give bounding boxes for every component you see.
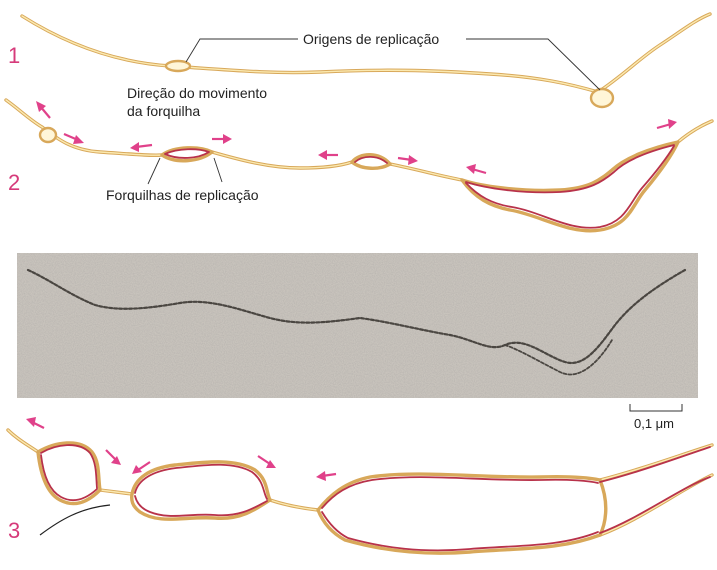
origin-bubble-2 (591, 89, 613, 107)
scale-bar-label: 0,1 μm (634, 416, 674, 431)
arrow-icon (36, 101, 50, 118)
panel-2-dna (6, 100, 712, 231)
origin-bubble-1 (166, 61, 190, 71)
forks-label: Forquilhas de replicação (106, 187, 259, 203)
arrow-icon (398, 155, 418, 165)
arrow-icon (316, 471, 336, 481)
panel-3-dna (8, 430, 712, 553)
direction-label-group: Direção do movimento da forquilha (127, 85, 267, 119)
origins-label-group: Origens de replicação (186, 31, 600, 90)
panel-1-dna (22, 14, 710, 107)
panel-3-arrows (26, 417, 336, 481)
arrow-icon (212, 134, 232, 144)
arrow-icon (130, 142, 152, 152)
direction-label-line2: da forquilha (127, 103, 200, 119)
panel-number-3: 3 (8, 518, 20, 543)
arrow-icon (657, 119, 677, 129)
panel-number-2: 2 (8, 170, 20, 195)
electron-micrograph (17, 253, 698, 398)
arrow-icon (26, 417, 44, 428)
arrow-icon (106, 450, 121, 465)
forks-label-group: Forquilhas de replicação (106, 158, 259, 203)
dark-strand (40, 505, 110, 535)
direction-label-line1: Direção do movimento (127, 85, 267, 101)
scale-bar: 0,1 μm (630, 404, 682, 431)
origins-label: Origens de replicação (303, 31, 439, 47)
panel-number-1: 1 (8, 43, 20, 68)
arrow-icon (466, 164, 486, 174)
arrow-icon (318, 150, 338, 160)
arrow-icon (258, 456, 276, 468)
